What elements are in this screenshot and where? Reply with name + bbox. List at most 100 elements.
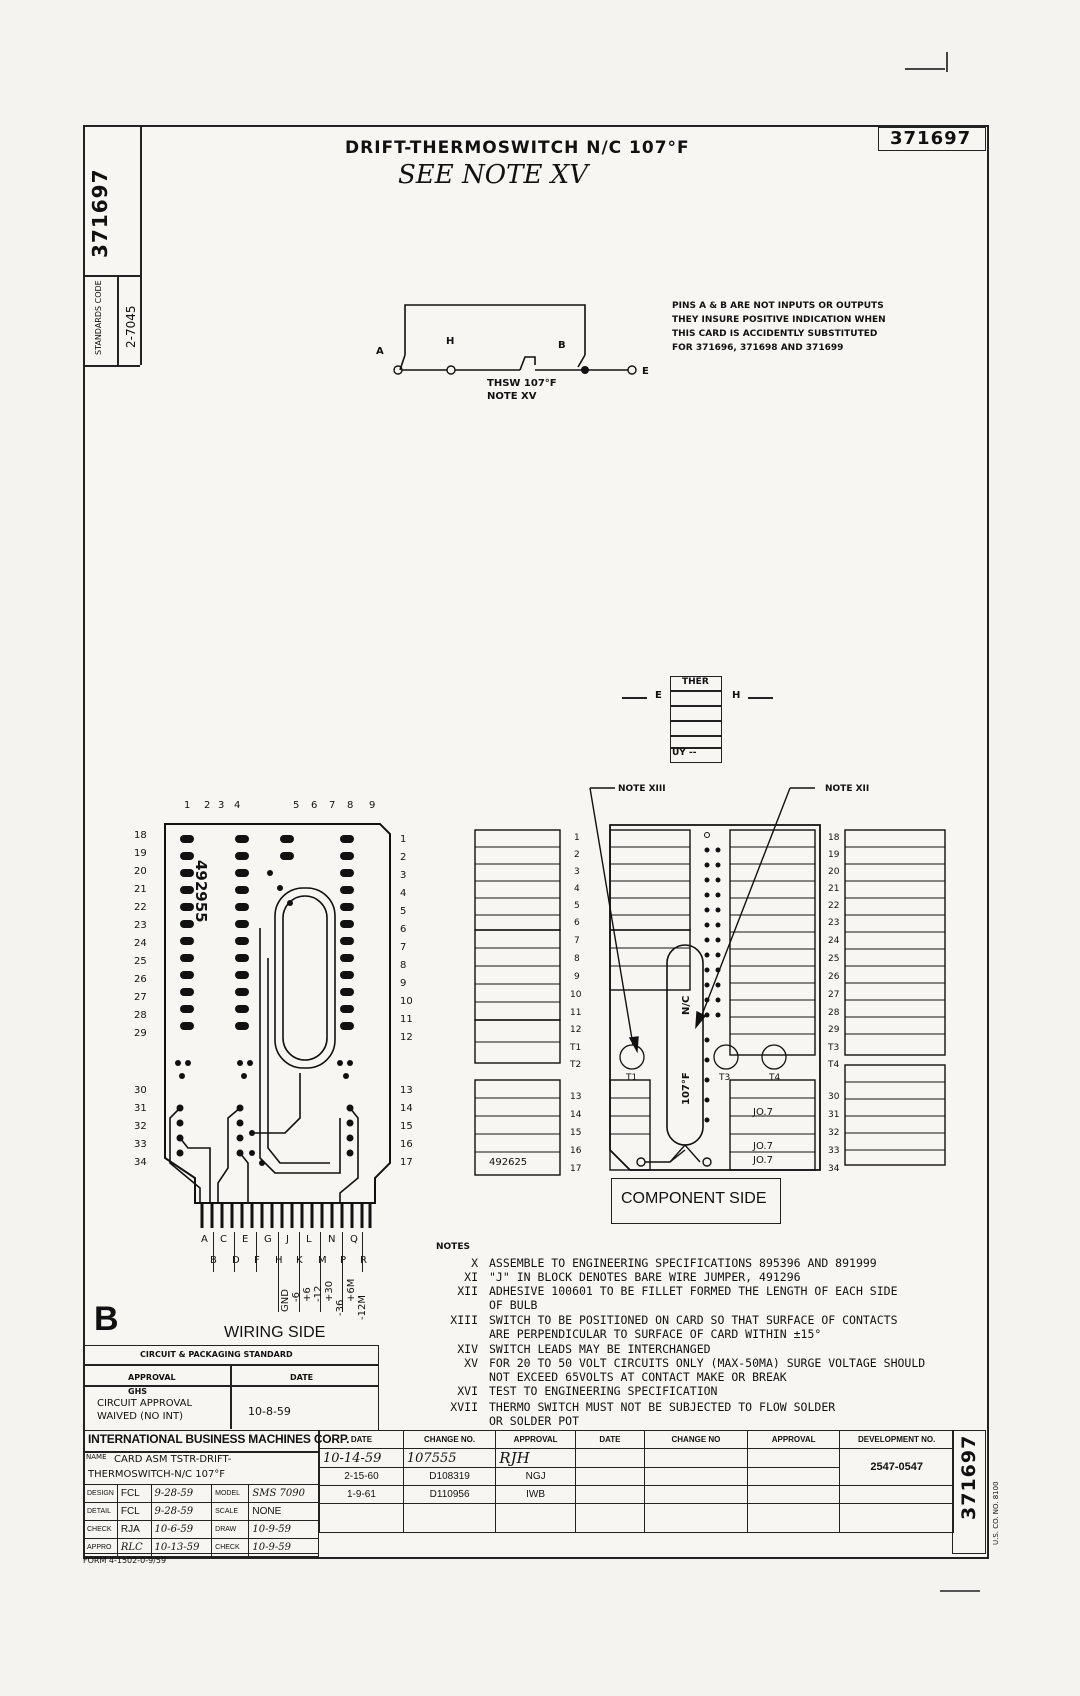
change-date: 2-15-60	[319, 1467, 404, 1486]
comp-right-number: 34	[828, 1164, 840, 1174]
signoff-date: 10-6-59	[150, 1520, 213, 1539]
signoff-key: DESIGN	[83, 1484, 118, 1503]
comp-left-number: 15	[570, 1128, 582, 1138]
corner-number-box	[952, 1430, 986, 1554]
pad-column-left	[180, 835, 194, 1030]
pad-column-right	[340, 835, 354, 1030]
note-text: SWITCH LEADS MAY BE INTERCHANGED	[489, 1342, 711, 1356]
voltage-label: GND	[280, 1289, 291, 1312]
logic-ther: THER	[682, 677, 709, 687]
signoff-key: SCALE	[211, 1502, 250, 1521]
right-pin-number: 2	[400, 852, 407, 863]
right-pin-number: 15	[400, 1121, 413, 1132]
transistor-t3-label: T3	[719, 1073, 731, 1083]
note-left-label: NOTE XIII	[618, 784, 666, 794]
logic-block-line	[670, 735, 722, 737]
right-pin-number: 4	[400, 888, 407, 899]
comp-right-number: 24	[828, 936, 840, 946]
comp-right-number: 27	[828, 990, 840, 1000]
pin-letter: P	[340, 1255, 347, 1266]
pin-divider	[256, 1232, 257, 1272]
change-number: D108319	[402, 1467, 497, 1486]
drawing-sheet	[83, 125, 989, 1559]
note-num: XII	[457, 1284, 478, 1298]
comp-right-number: T4	[828, 1060, 840, 1070]
left-pin-number: 27	[134, 992, 147, 1003]
ibm-name-2: THERMOSWITCH-N/C 107°F	[88, 1469, 226, 1480]
change-header: DEVELOPMENT NO.	[839, 1430, 954, 1449]
comp-right-number: 25	[828, 954, 840, 964]
left-pin-number: 24	[134, 938, 147, 949]
logic-block-line	[670, 720, 722, 722]
approval-date: 10-8-59	[248, 1405, 291, 1418]
ibm-company: INTERNATIONAL BUSINESS MACHINES CORP.	[88, 1432, 350, 1446]
pin-divider	[342, 1232, 343, 1312]
signoff-key: MODEL	[211, 1484, 250, 1503]
top-right-tick	[946, 52, 948, 72]
right-pin-number: 12	[400, 1032, 413, 1043]
left-pin-number: 34	[134, 1157, 147, 1168]
component-part-number: 492625	[489, 1157, 528, 1168]
pin-letter: Q	[350, 1234, 358, 1245]
top-pin-number: 9	[369, 800, 376, 811]
comp-left-number: 1	[574, 833, 580, 843]
comp-left-number: 13	[570, 1092, 582, 1102]
transistor-t3	[713, 1044, 739, 1070]
approval-col-label: APPROVAL	[128, 1373, 176, 1382]
left-pin-number: 30	[134, 1085, 147, 1096]
thsw-note: NOTE XV	[487, 391, 537, 402]
top-pin-number: 8	[347, 800, 354, 811]
signoff-value: FCL	[116, 1484, 152, 1503]
jo-label: JO.7	[753, 1155, 773, 1166]
change-header-row: DATE CHANGE NO. APPROVAL DATE CHANGE NO …	[319, 1430, 954, 1449]
left-strip-col-divider	[117, 277, 119, 365]
component-side-label: COMPONENT SIDE	[621, 1190, 767, 1207]
lower-pads	[175, 1060, 354, 1166]
change-empty	[746, 1503, 841, 1533]
left-resistor-blocks	[474, 829, 691, 1176]
right-pin-number: 17	[400, 1157, 413, 1168]
change-empty	[319, 1503, 404, 1533]
component-side	[474, 787, 946, 1176]
wiring-pads	[175, 835, 354, 1166]
logic-h-line	[748, 697, 773, 699]
note-text: FOR 20 TO 50 VOLT CIRCUITS ONLY (MAX-50M…	[489, 1356, 926, 1370]
signoff-key: CHECK	[83, 1520, 118, 1539]
wiring-part-number-text: 492955	[192, 860, 210, 923]
jo-label: JO.7	[753, 1107, 773, 1118]
pad-column-mid	[235, 835, 249, 1030]
pin-a-label: A	[376, 346, 384, 357]
schematic-wire	[404, 304, 586, 355]
note-text: NOT EXCEED 65VOLTS AT CONTACT MAKE OR BR…	[489, 1370, 787, 1384]
left-pin-number: 20	[134, 866, 147, 877]
pin-divider	[362, 1232, 363, 1272]
comp-right-number: 21	[828, 884, 840, 894]
pin-e-terminal	[627, 365, 637, 375]
voltage-label: -12M	[357, 1295, 368, 1320]
change-date: 1-9-61	[319, 1485, 404, 1504]
comp-left-number: 2	[574, 850, 580, 860]
signoff-key: APPRO	[83, 1538, 118, 1557]
change-header: APPROVAL	[746, 1430, 841, 1449]
approval-col-divider	[230, 1365, 232, 1429]
change-approval: NGJ	[495, 1467, 576, 1486]
standards-code: 2-7045	[124, 305, 138, 348]
top-pin-number: 3	[218, 800, 225, 811]
signoff-date: 9-28-59	[150, 1484, 213, 1503]
change-empty	[746, 1485, 841, 1504]
drawing-number-box	[878, 127, 986, 151]
wiring-part-number: 492955	[192, 860, 210, 923]
transistors	[619, 1044, 787, 1070]
comp-left-number: 4	[574, 884, 580, 894]
right-pin-number: 8	[400, 960, 407, 971]
note-text: SWITCH TO BE POSITIONED ON CARD SO THAT …	[489, 1313, 898, 1327]
change-date: 10-14-59	[319, 1448, 404, 1468]
wiring-board-outline	[164, 823, 391, 1204]
ibm-rule	[83, 1451, 319, 1453]
top-pin-number: 6	[311, 800, 318, 811]
comp-right-number: 32	[828, 1128, 840, 1138]
change-empty	[495, 1503, 576, 1533]
comp-left-number: T1	[570, 1043, 582, 1053]
left-pin-number: 28	[134, 1010, 147, 1021]
comp-left-number: 8	[574, 954, 580, 964]
